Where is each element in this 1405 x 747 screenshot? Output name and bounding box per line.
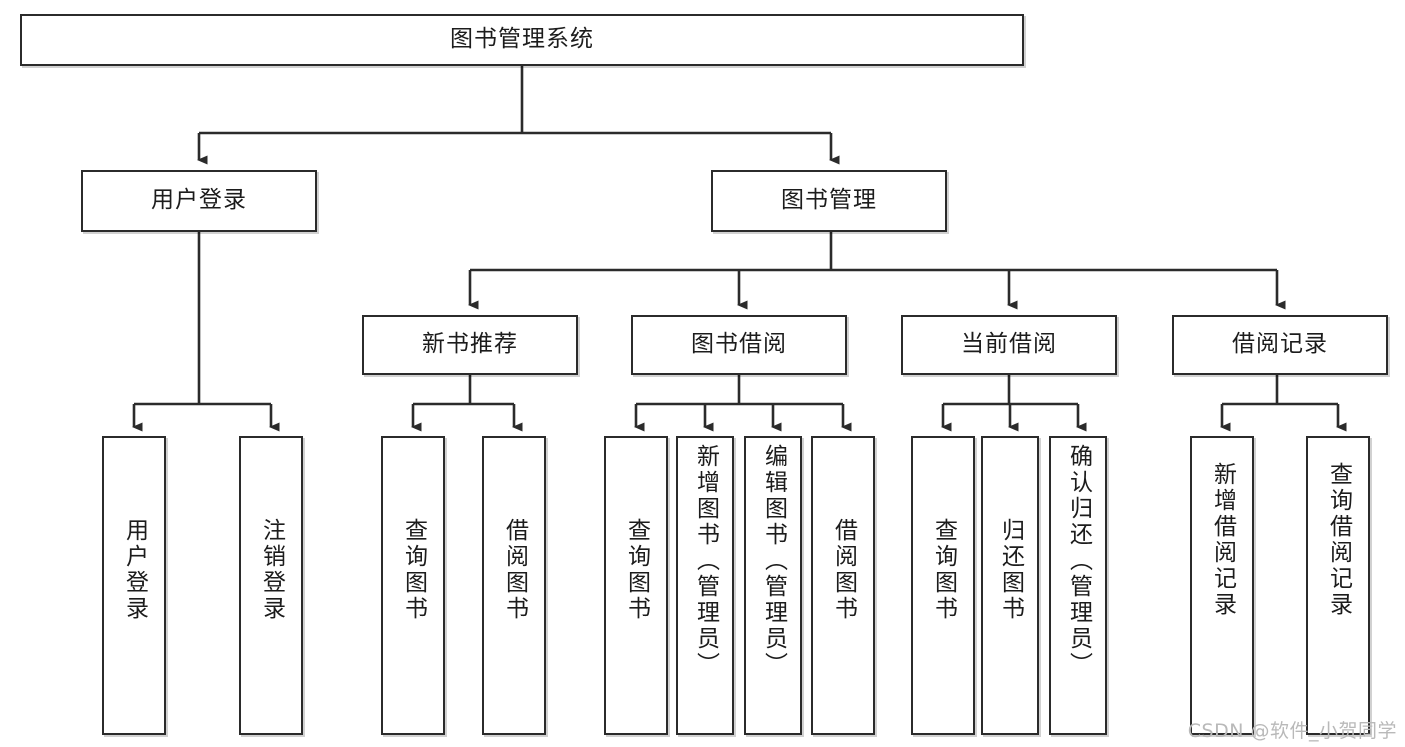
node-new-book-rec[interactable]: 新书推荐 xyxy=(362,315,578,375)
node-leaf-add-book-label: 新增图书（管理员） xyxy=(692,444,719,678)
node-new-book-rec-label: 新书推荐 xyxy=(422,331,518,358)
node-book-borrow[interactable]: 图书借阅 xyxy=(631,315,847,375)
node-leaf-query-book-3[interactable]: 查询图书 xyxy=(911,436,975,735)
node-leaf-logout[interactable]: 注销登录 xyxy=(239,436,303,735)
node-book-borrow-label: 图书借阅 xyxy=(691,331,787,358)
node-leaf-borrow-book-1-label: 借阅图书 xyxy=(501,518,528,622)
node-current-borrow[interactable]: 当前借阅 xyxy=(901,315,1117,375)
node-leaf-logout-label: 注销登录 xyxy=(258,518,285,622)
node-user-login-label: 用户登录 xyxy=(151,187,247,214)
node-leaf-borrow-book-2[interactable]: 借阅图书 xyxy=(811,436,875,735)
node-leaf-user-login-label: 用户登录 xyxy=(121,518,148,622)
node-leaf-query-record[interactable]: 查询借阅记录 xyxy=(1306,436,1370,735)
node-borrow-record-label: 借阅记录 xyxy=(1232,331,1328,358)
node-leaf-add-book[interactable]: 新增图书（管理员） xyxy=(676,436,734,735)
node-leaf-user-login[interactable]: 用户登录 xyxy=(102,436,166,735)
node-leaf-query-book-2-label: 查询图书 xyxy=(623,518,650,622)
watermark-text: CSDN @软件_小贺同学 xyxy=(1187,720,1397,742)
node-leaf-query-book-2[interactable]: 查询图书 xyxy=(604,436,668,735)
node-leaf-edit-book[interactable]: 编辑图书（管理员） xyxy=(744,436,802,735)
node-leaf-confirm-return-label: 确认归还（管理员） xyxy=(1065,444,1092,678)
node-user-login[interactable]: 用户登录 xyxy=(81,170,317,232)
node-root-label: 图书管理系统 xyxy=(450,26,594,53)
node-leaf-borrow-book-1[interactable]: 借阅图书 xyxy=(482,436,546,735)
node-leaf-add-record-label: 新增借阅记录 xyxy=(1209,462,1236,618)
node-leaf-return-book[interactable]: 归还图书 xyxy=(981,436,1039,735)
node-root[interactable]: 图书管理系统 xyxy=(20,14,1024,66)
node-current-borrow-label: 当前借阅 xyxy=(961,331,1057,358)
node-leaf-query-book-3-label: 查询图书 xyxy=(930,518,957,622)
node-leaf-confirm-return[interactable]: 确认归还（管理员） xyxy=(1049,436,1107,735)
node-leaf-add-record[interactable]: 新增借阅记录 xyxy=(1190,436,1254,735)
node-leaf-query-book-1[interactable]: 查询图书 xyxy=(381,436,445,735)
node-leaf-edit-book-label: 编辑图书（管理员） xyxy=(760,444,787,678)
node-book-manage[interactable]: 图书管理 xyxy=(711,170,947,232)
node-leaf-query-book-1-label: 查询图书 xyxy=(400,518,427,622)
node-leaf-query-record-label: 查询借阅记录 xyxy=(1325,462,1352,618)
node-book-manage-label: 图书管理 xyxy=(781,187,877,214)
node-leaf-return-book-label: 归还图书 xyxy=(997,518,1024,622)
node-leaf-borrow-book-2-label: 借阅图书 xyxy=(830,518,857,622)
node-borrow-record[interactable]: 借阅记录 xyxy=(1172,315,1388,375)
